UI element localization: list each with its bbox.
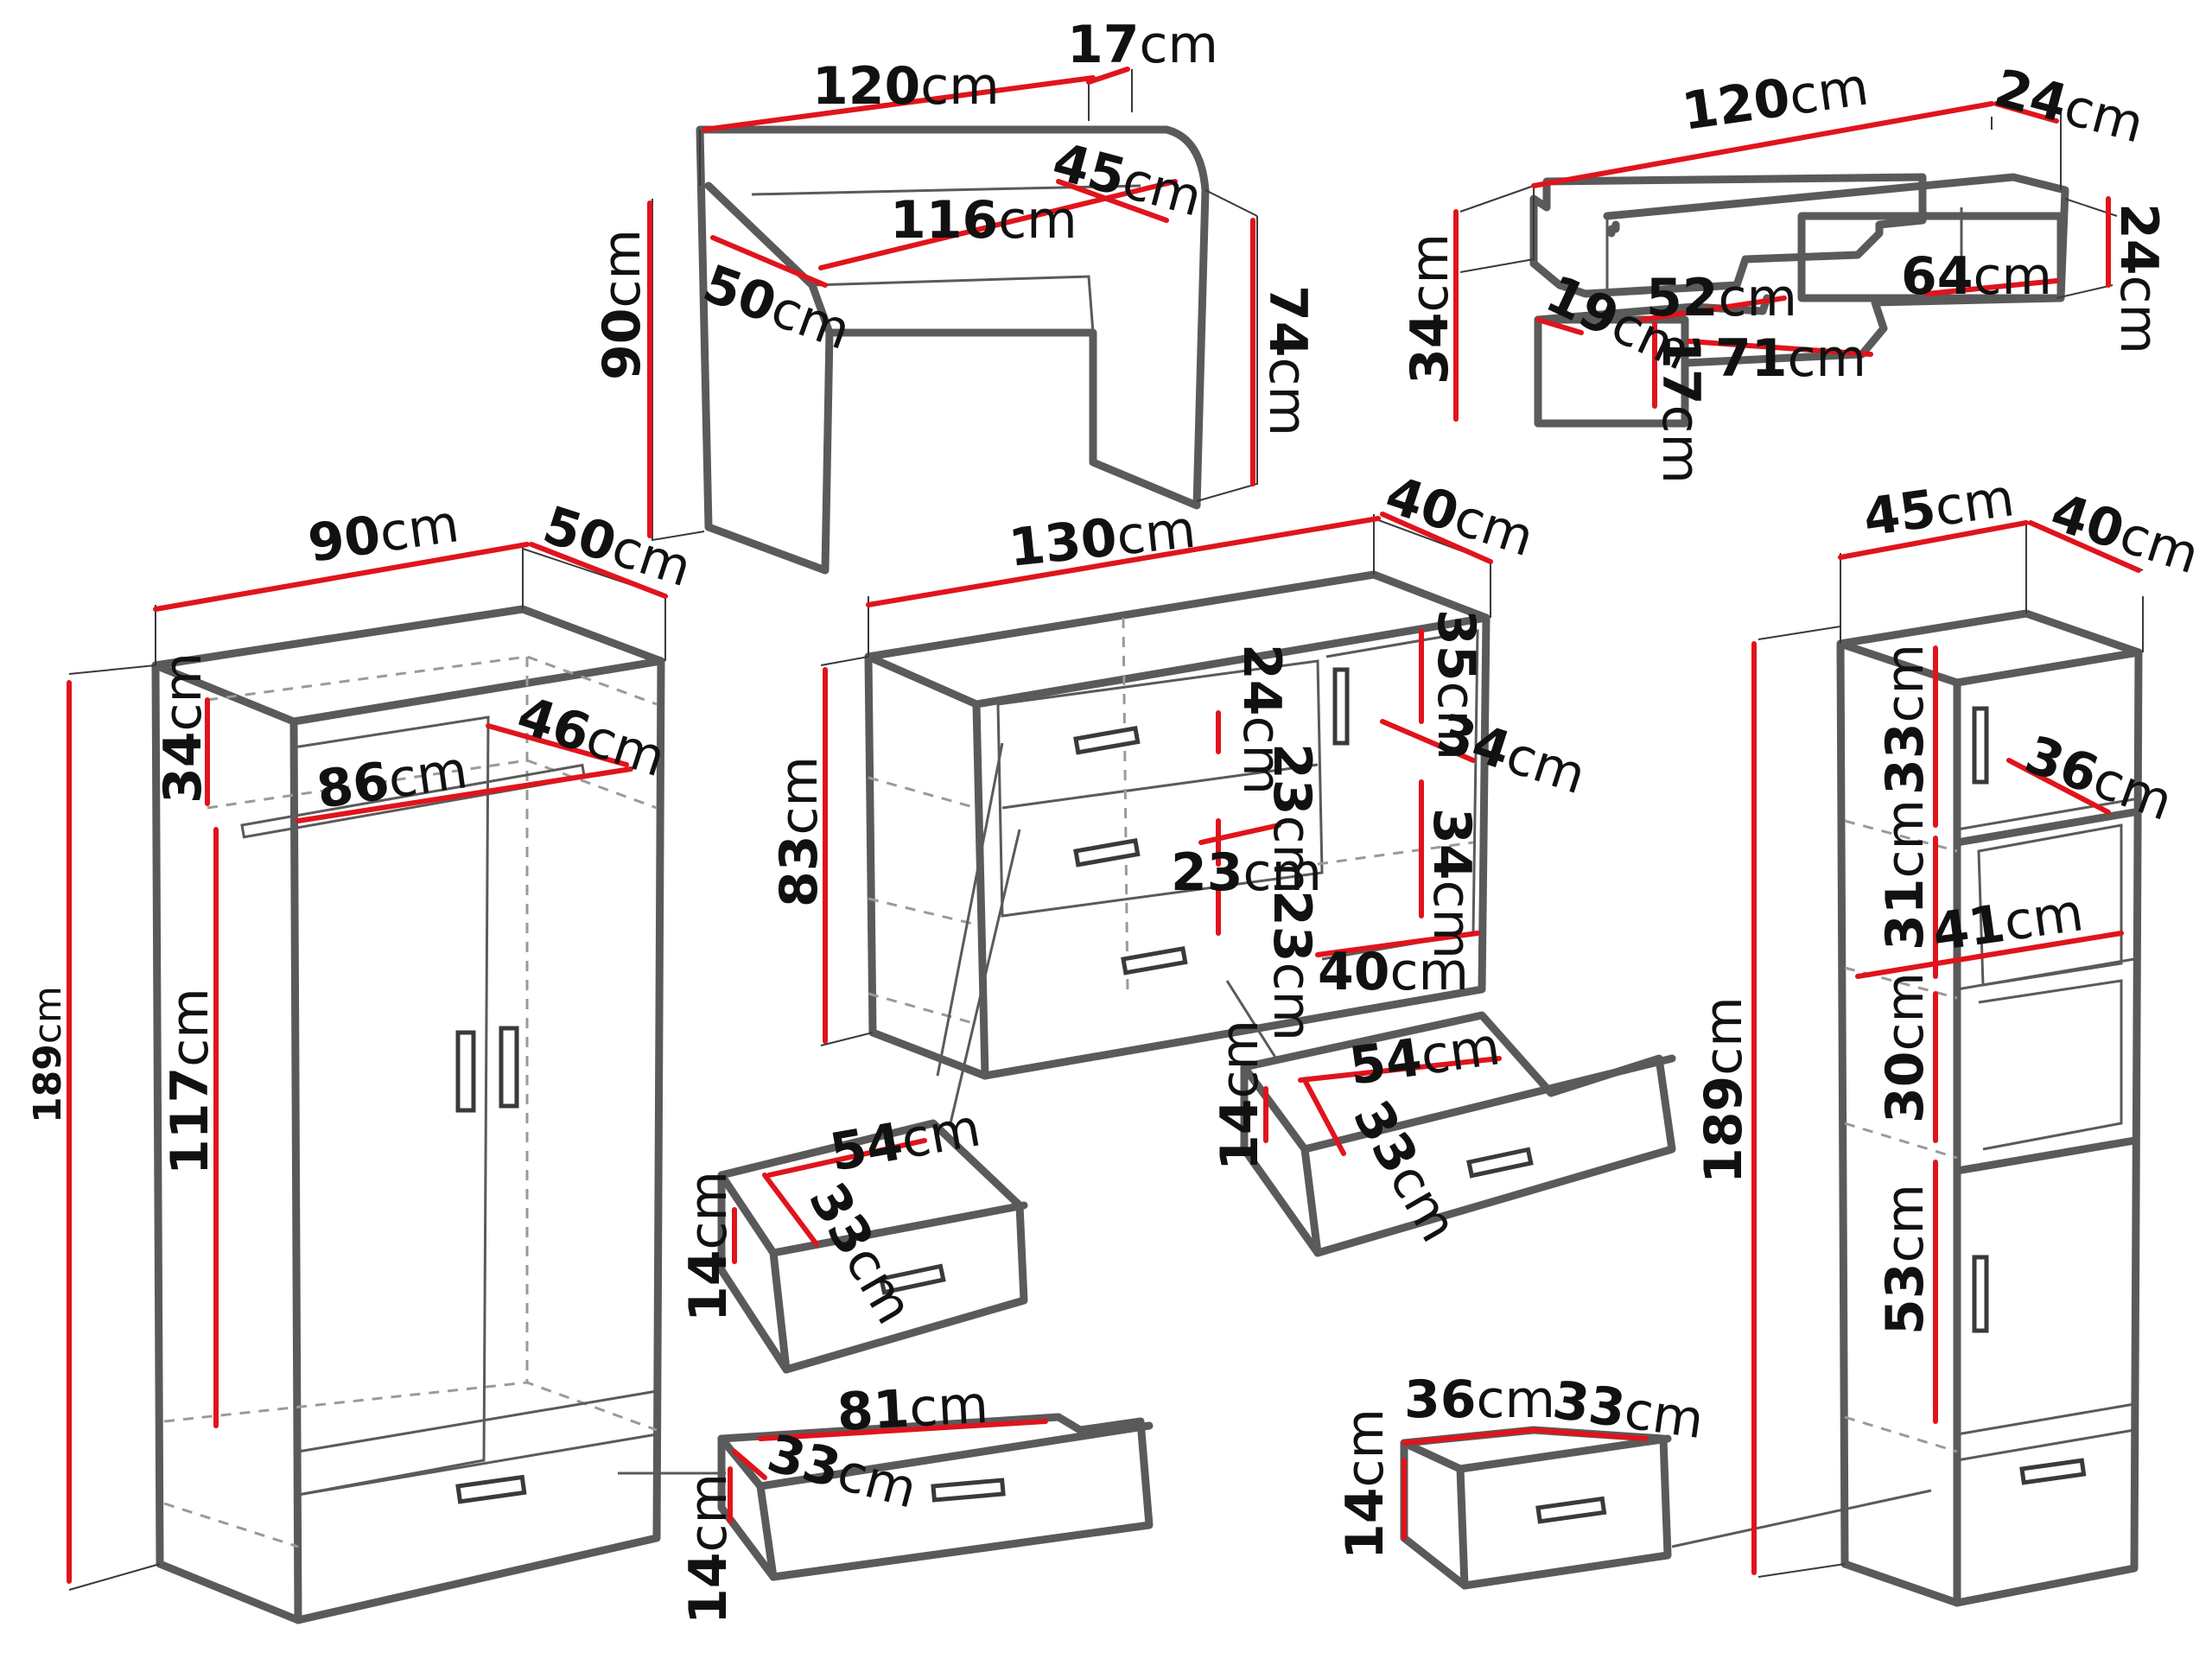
desk: 120cm 17cm 116cm 45cm 50cm 90cm 74cm <box>592 15 1318 575</box>
drawer-b-height-label: 14cm <box>1210 1020 1270 1171</box>
drawer-c-width-label: 81cm <box>836 1375 989 1443</box>
dresser-door-35-label: 35cm <box>1426 609 1486 760</box>
drawer-c: 81cm 33cm 14cm <box>618 1375 1154 1624</box>
shelf-gap-label: 17cm <box>1650 333 1711 484</box>
wardrobe-rail-label: 86cm <box>313 740 471 821</box>
wardrobe-width-label: 90cm <box>304 493 462 575</box>
desk-depth-label: 17cm <box>1067 15 1218 75</box>
cabinet-depth-label: 40cm <box>2044 482 2206 587</box>
dresser-inner-40-label: 40cm <box>1318 942 1469 1002</box>
cabinet-sec-30-label: 30cm <box>1875 972 1936 1123</box>
wall-shelf: 120cm 24cm 24cm 34cm 19cm 52cm 64cm 71cm… <box>1400 56 2169 484</box>
shelf-height-label: 34cm <box>1400 233 1460 385</box>
dresser-width-label: 130cm <box>1006 499 1198 579</box>
cabinet-sec-31-label: 31cm <box>1875 799 1936 950</box>
drawer-c-height-label: 14cm <box>678 1473 739 1624</box>
drawer-a-width-label: 54cm <box>825 1097 984 1183</box>
drawer-d-width-label: 36cm <box>1404 1370 1555 1430</box>
drawer-d-depth-label: 33cm <box>1549 1370 1707 1452</box>
dresser-height-label: 83cm <box>769 756 830 907</box>
cabinet-shelf-41-label: 41cm <box>1929 882 2087 963</box>
dresser-drawer-24-label: 24cm <box>1231 644 1292 795</box>
desk-side-depth-label: 50cm <box>696 253 858 362</box>
drawer-a-height-label: 14cm <box>678 1171 739 1322</box>
drawer-d: 36cm 33cm 14cm <box>1335 1370 1932 1590</box>
shelf-71-label: 71cm <box>1715 328 1866 389</box>
shelf-64-label: 64cm <box>1901 246 2052 307</box>
cabinet-sec-33-label: 33cm <box>1875 644 1936 795</box>
dresser-drawer-23b-label: 23cm <box>1171 842 1322 903</box>
shelf-depth-label: 24cm <box>1988 58 2150 156</box>
wardrobe-hanging-label: 117cm <box>160 988 220 1175</box>
cabinet-height-label: 189cm <box>1694 996 1754 1184</box>
dresser-depth-label: 40cm <box>1378 465 1541 569</box>
wardrobe-depth-label: 50cm <box>536 495 698 600</box>
drawer-b-width-label: 54cm <box>1345 1016 1503 1097</box>
shelf-width-label: 120cm <box>1678 56 1872 142</box>
tall-cabinet: 45cm 40cm 189cm 33cm 31cm 30cm 53cm 36cm… <box>1694 467 2206 1607</box>
desk-inner-width-label: 116cm <box>890 190 1077 251</box>
dresser-drawer-23a-label: 23cm <box>1262 743 1322 894</box>
drawer-a: 54cm 33cm 14cm <box>678 1097 1028 1374</box>
wardrobe-top-height-label: 34cm <box>153 652 213 804</box>
shelf-52-label: 52cm <box>1646 268 1797 328</box>
dresser-shelf-34b-label: 34cm <box>1421 808 1482 959</box>
desk-width-label: 120cm <box>812 56 1000 117</box>
cabinet-width-label: 45cm <box>1859 467 2018 549</box>
drawer-d-height-label: 14cm <box>1335 1408 1395 1560</box>
dresser-drawer-23c-label: 23cm <box>1262 890 1322 1041</box>
wardrobe-total-height-label: 189cm <box>26 986 70 1123</box>
drawer-b: 54cm 33cm 14cm <box>1210 1011 1676 1257</box>
drawer-a-depth-label: 33cm <box>797 1173 925 1335</box>
dresser-shelf-34a-label: 34cm <box>1430 702 1592 807</box>
cabinet-sec-53-label: 53cm <box>1875 1184 1936 1335</box>
desk-height-label: 90cm <box>592 229 652 380</box>
desk-leg-height-label: 74cm <box>1257 285 1318 436</box>
shelf-right-height-label: 24cm <box>2108 203 2169 354</box>
wardrobe: 90cm 50cm 46cm 86cm 34cm 117cm 189cm <box>26 493 698 1624</box>
